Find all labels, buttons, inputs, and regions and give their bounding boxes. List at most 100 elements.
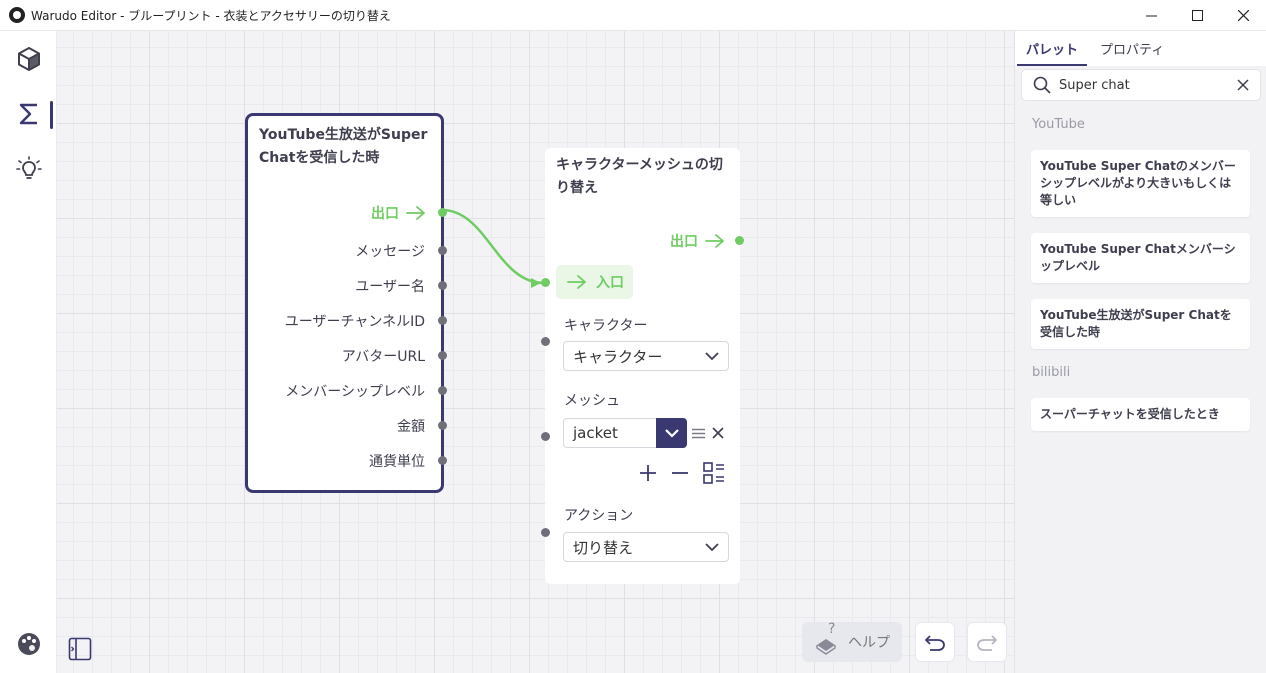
mesh-label: メッシュ (564, 393, 620, 409)
port-label: 通貨単位 (369, 454, 425, 470)
port-label: 金額 (397, 419, 425, 435)
flow-connection (441, 208, 545, 288)
out-port-dot[interactable] (438, 208, 447, 217)
remove-item-button[interactable] (711, 426, 725, 440)
entry-port-dot[interactable] (541, 278, 550, 287)
plus-icon (640, 465, 656, 481)
port-dot[interactable] (438, 351, 447, 360)
character-select[interactable]: キャラクター (563, 341, 729, 371)
port-row: ユーザー名 (355, 276, 441, 296)
undo-button[interactable] (915, 622, 955, 662)
grid-icon (703, 462, 724, 484)
clear-search-icon[interactable] (1236, 78, 1250, 92)
blueprint-canvas[interactable]: YouTube生放送がSuper Chatを受信した時 出口 メッセージ ユーザ… (57, 31, 1014, 673)
port-label: ユーザーチャンネルID (284, 314, 425, 330)
help-label: ヘルプ (848, 635, 890, 651)
port-label: ユーザー名 (355, 279, 425, 295)
maximize-button[interactable] (1174, 0, 1220, 31)
undo-icon (925, 635, 945, 651)
palette-item[interactable]: YouTube Super Chatメンバーシップレベル (1031, 233, 1250, 283)
search-icon (1033, 76, 1051, 94)
right-panel: パレット プロパティ YouTube YouTube Super Chatのメン… (1014, 31, 1266, 673)
chevron-down-icon (664, 429, 679, 438)
character-port-dot[interactable] (541, 337, 550, 346)
tab-palette[interactable]: パレット (1015, 31, 1089, 66)
blueprint-button[interactable] (10, 95, 48, 133)
arrow-right-icon (567, 275, 586, 289)
action-select-value: 切り替え (573, 538, 634, 557)
port-label: アバターURL (341, 349, 425, 365)
arrow-right-icon (406, 206, 425, 220)
toggle-panel-button[interactable] (68, 637, 92, 661)
port-label: メンバーシップレベル (285, 384, 425, 400)
switch-mesh-node[interactable]: キャラクターメッシュの切り替え 出口 入口 キャラクター キャラクター メッシュ… (541, 148, 744, 584)
node-title: YouTube生放送がSuper Chatを受信した時 (259, 127, 428, 166)
port-row: メンバーシップレベル (285, 381, 441, 401)
cube-icon (18, 47, 40, 71)
tips-button[interactable] (10, 150, 48, 188)
window-controls (1128, 0, 1266, 31)
redo-button[interactable] (967, 622, 1007, 662)
mesh-input[interactable]: jacket (563, 418, 657, 448)
port-row: ユーザーチャンネルID (285, 311, 441, 331)
palette-search (1021, 69, 1261, 101)
character-label: キャラクター (564, 318, 648, 334)
node-title: キャラクターメッシュの切り替え (556, 157, 723, 196)
minimize-button[interactable] (1128, 0, 1174, 31)
remove-last-button[interactable] (669, 462, 691, 484)
out-port-row[interactable]: 出口 (371, 203, 441, 223)
port-dot[interactable] (438, 386, 447, 395)
active-indicator (50, 101, 53, 129)
port-row: 金額 (397, 416, 441, 436)
chevron-down-icon (705, 352, 719, 361)
help-button[interactable]: ? ヘルプ (802, 621, 902, 662)
close-button[interactable] (1220, 0, 1266, 31)
app-logo-icon (9, 7, 25, 23)
scene-button[interactable] (10, 40, 48, 78)
port-dot[interactable] (438, 456, 447, 465)
palette-item[interactable]: YouTube Super Chatのメンバーシップレベルがより大きいもしくは等… (1031, 150, 1250, 217)
book-help-icon (816, 639, 836, 655)
chevron-down-icon (705, 543, 719, 552)
out-port-dot[interactable] (735, 236, 744, 245)
palette-item[interactable]: YouTube生放送がSuper Chatを受信した時 (1031, 299, 1250, 349)
mesh-dropdown-button[interactable] (656, 418, 687, 448)
tab-properties[interactable]: プロパティ (1100, 43, 1165, 58)
entry-port[interactable]: 入口 (556, 265, 633, 299)
minimize-icon (1145, 15, 1157, 17)
maximize-icon (1191, 10, 1203, 21)
section-label-bilibili: bilibili (1032, 365, 1071, 380)
redo-icon (977, 635, 997, 651)
palette-item[interactable]: スーパーチャットを受信したとき (1031, 398, 1250, 431)
palette-icon (18, 633, 40, 655)
action-select[interactable]: 切り替え (563, 532, 729, 562)
port-row: 通貨単位 (369, 451, 441, 471)
out-port-row[interactable]: 出口 (670, 231, 740, 251)
port-dot[interactable] (438, 246, 447, 255)
add-item-button[interactable] (637, 462, 659, 484)
action-label: アクション (564, 508, 634, 524)
entry-label: 入口 (596, 275, 624, 291)
sigma-icon (19, 103, 37, 125)
drag-handle-icon (691, 428, 705, 438)
title-bar: Warudo Editor - ブループリント - 衣装とアクセサリーの切り替え (0, 0, 1266, 31)
sidebar-toggle-icon (68, 637, 92, 661)
youtube-superchat-node[interactable]: YouTube生放送がSuper Chatを受信した時 出口 メッセージ ユーザ… (245, 113, 447, 493)
window-title: Warudo Editor - ブループリント - 衣装とアクセサリーの切り替え (31, 8, 391, 23)
grid-view-button[interactable] (702, 461, 726, 485)
left-rail (0, 31, 57, 673)
port-dot[interactable] (438, 421, 447, 430)
settings-palette-button[interactable] (10, 625, 48, 663)
reorder-handle[interactable] (691, 426, 705, 440)
out-port-label: 出口 (670, 234, 698, 250)
action-port-dot[interactable] (541, 528, 550, 537)
character-select-value: キャラクター (573, 347, 663, 366)
port-dot[interactable] (438, 316, 447, 325)
port-row: メッセージ (355, 241, 441, 261)
out-port-label: 出口 (371, 206, 399, 222)
mesh-port-dot[interactable] (541, 432, 550, 441)
port-dot[interactable] (438, 281, 447, 290)
search-input[interactable] (1059, 77, 1219, 93)
lightbulb-icon (16, 156, 42, 179)
help-question-mark: ? (828, 621, 836, 637)
